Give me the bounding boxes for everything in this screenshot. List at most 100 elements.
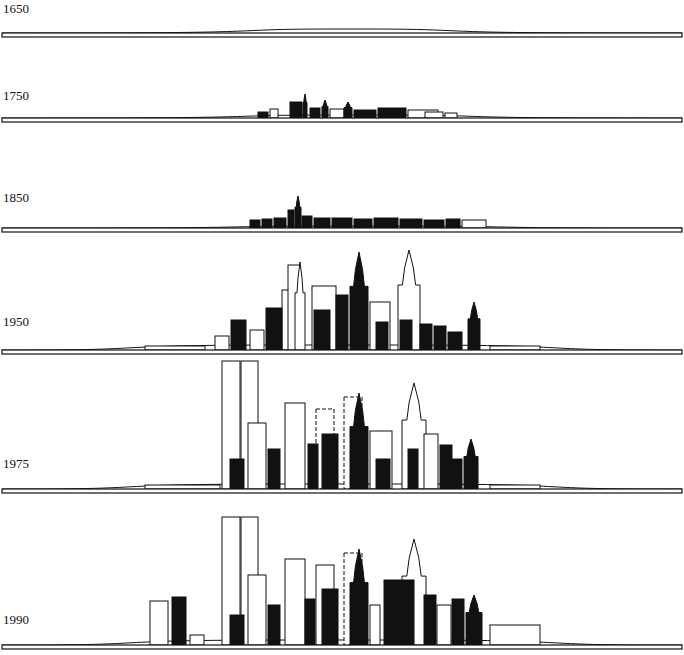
building	[248, 575, 266, 645]
building	[230, 459, 244, 489]
building	[424, 595, 436, 645]
year-label: 1975	[2, 457, 30, 470]
building	[446, 219, 460, 228]
building	[150, 601, 168, 645]
skyline-strip	[2, 250, 682, 354]
building	[268, 605, 280, 645]
building	[402, 383, 426, 489]
building	[376, 322, 388, 350]
building	[376, 459, 390, 489]
skyline-strip	[2, 196, 682, 232]
building	[322, 100, 328, 118]
building	[452, 599, 464, 645]
building	[424, 220, 444, 228]
building	[370, 302, 390, 350]
building	[250, 220, 260, 228]
building	[314, 218, 330, 228]
building	[445, 113, 457, 118]
island-ground	[2, 640, 682, 645]
building	[384, 580, 414, 645]
building	[322, 434, 338, 489]
building	[258, 112, 268, 118]
building	[464, 439, 478, 489]
building	[490, 346, 540, 350]
building	[354, 110, 376, 118]
building	[330, 109, 344, 118]
building	[468, 302, 480, 350]
building	[295, 262, 305, 350]
building	[285, 403, 305, 489]
ground-band	[2, 33, 682, 37]
building	[370, 605, 380, 645]
building	[270, 109, 278, 118]
building	[314, 310, 330, 350]
building	[145, 346, 205, 350]
ground-band	[2, 645, 682, 649]
building	[490, 625, 540, 645]
building	[336, 295, 348, 350]
year-label: 1750	[2, 89, 30, 102]
building	[350, 549, 368, 645]
building	[354, 219, 372, 228]
building	[230, 615, 244, 645]
year-label: 1990	[2, 613, 30, 626]
building	[400, 219, 422, 228]
building	[466, 595, 482, 645]
building	[374, 218, 398, 228]
building	[425, 112, 443, 118]
building	[370, 431, 392, 489]
building	[420, 324, 432, 350]
ground-band	[2, 489, 682, 493]
building	[262, 219, 272, 228]
building	[332, 218, 352, 228]
building	[350, 252, 368, 350]
building	[250, 330, 264, 350]
building	[308, 444, 318, 489]
skyline-strip	[2, 517, 682, 649]
building	[303, 94, 307, 118]
building	[408, 449, 418, 489]
building	[452, 459, 462, 489]
year-label: 1850	[2, 191, 30, 204]
ground-band	[2, 118, 682, 122]
building	[310, 108, 320, 118]
building	[462, 220, 486, 228]
building	[305, 599, 315, 645]
building	[437, 605, 451, 645]
building	[290, 102, 302, 118]
building	[190, 635, 204, 645]
building	[288, 210, 294, 228]
building	[440, 445, 452, 489]
building	[285, 559, 305, 645]
building	[145, 485, 220, 489]
building	[322, 589, 338, 645]
building	[295, 196, 301, 228]
building	[312, 286, 336, 350]
building	[350, 393, 368, 489]
skyline-strip	[2, 361, 682, 493]
building	[268, 449, 280, 489]
ground-band	[2, 228, 682, 232]
building	[378, 108, 406, 118]
building	[434, 326, 446, 350]
building	[344, 102, 352, 118]
skyline-strip	[2, 29, 682, 37]
building	[490, 485, 540, 489]
building	[400, 320, 412, 350]
building	[248, 423, 266, 489]
skyline-strip	[2, 94, 682, 122]
year-label: 1950	[2, 315, 30, 328]
island-ground	[2, 484, 682, 489]
building	[172, 597, 186, 645]
building	[274, 218, 286, 228]
building	[302, 216, 312, 228]
building	[266, 308, 282, 350]
building	[398, 250, 420, 350]
building	[448, 332, 462, 350]
building	[231, 320, 246, 350]
building	[215, 336, 229, 350]
year-label: 1650	[2, 2, 30, 15]
building	[424, 434, 438, 489]
ground-band	[2, 350, 682, 354]
